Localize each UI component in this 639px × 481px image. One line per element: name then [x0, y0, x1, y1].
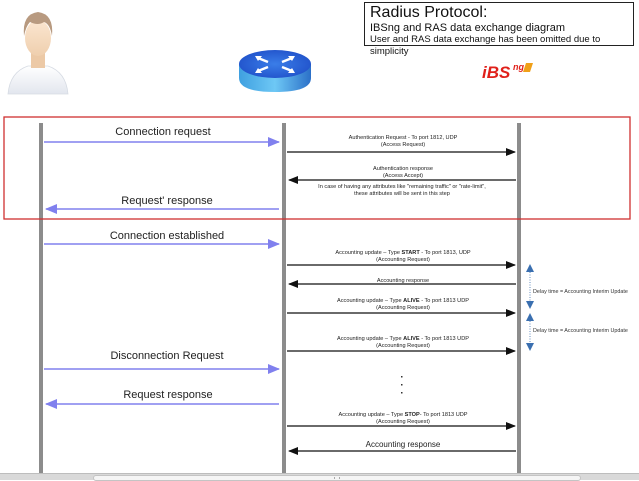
label-accounting-response-1: Accounting response [376, 278, 430, 284]
scrollbar-thumb[interactable] [93, 475, 581, 481]
auth-response-line2: (Access Accept) [382, 173, 424, 179]
acct-type: START [401, 250, 420, 256]
acct-alive2-line2: (Accounting Request) [376, 343, 430, 349]
delay-label-2: Delay time = Accounting Interim Update [533, 328, 628, 334]
delay-marker-1 [526, 264, 534, 309]
label-connection-request: Connection request [115, 126, 211, 138]
acct-start-line2: (Accounting Request) [376, 257, 430, 263]
acct-type: ALIVE [403, 336, 420, 342]
auth-request-line2: (Access Request) [380, 142, 426, 148]
scrollbar-grip-icon [334, 477, 340, 479]
acct-suffix: - To port 1813 UDP [419, 412, 468, 418]
title-box: Radius Protocol: IBSng and RAS data exch… [364, 2, 634, 57]
label-auth-attributes-note: In case of having any attributes like "r… [318, 184, 486, 198]
auth-request-line1: Authentication Request - To port 1812, U… [348, 135, 458, 141]
label-accounting-stop: Accounting update – Type STOP- To port 1… [338, 412, 467, 426]
label-auth-response: Authentication response (Access Accept) [373, 166, 433, 180]
label-accounting-alive-2: Accounting update – Type ALIVE - To port… [337, 336, 469, 350]
label-accounting-start: Accounting update – Type START - To port… [335, 250, 470, 264]
acct-prefix: Accounting update – Type [337, 336, 404, 342]
ellipsis-dots [401, 376, 403, 394]
delay-down-arrow-icon [526, 301, 534, 309]
diagram-subtitle: IBSng and RAS data exchange diagram [370, 22, 566, 34]
label-connection-established: Connection established [109, 230, 225, 242]
delay-up-arrow-icon [526, 264, 534, 272]
auth-note-line2: these attributes will be sent in this st… [354, 191, 450, 197]
label-accounting-response-2: Accounting response [365, 440, 441, 449]
authentication-highlight-box [3, 116, 631, 220]
label-auth-request: Authentication Request - To port 1812, U… [349, 135, 458, 149]
auth-response-line1: Authentication response [372, 166, 434, 172]
delay-up-arrow-icon [526, 313, 534, 321]
diagram-title: Radius Protocol: [370, 4, 488, 21]
svg-text:iBS: iBS [482, 63, 511, 82]
label-request-response-2: Request response [123, 389, 213, 401]
acct-type: ALIVE [403, 298, 420, 304]
label-disconnection-request: Disconnection Request [110, 350, 224, 362]
acct-type: STOP [404, 412, 420, 418]
acct-prefix: Accounting update – Type [335, 250, 402, 256]
delay-marker-2 [526, 313, 534, 351]
delay-down-arrow-icon [526, 343, 534, 351]
acct-stop-line2: (Accounting Request) [376, 419, 430, 425]
ibsng-logo: iBS ng [482, 62, 533, 82]
auth-note-line1: In case of having any attributes like "r… [318, 184, 486, 190]
acct-prefix: Accounting update – Type [337, 298, 404, 304]
user-lifeline [39, 123, 43, 473]
delay-label-1: Delay time = Accounting Interim Update [533, 289, 628, 295]
svg-text:ng: ng [513, 62, 524, 72]
acct-prefix: Accounting update – Type [338, 412, 405, 418]
acct-suffix: - To port 1813, UDP [419, 250, 471, 256]
acct-suffix: - To port 1813 UDP [419, 336, 469, 342]
acct-alive1-line2: (Accounting Request) [376, 305, 430, 311]
label-accounting-alive-1: Accounting update – Type ALIVE - To port… [337, 298, 469, 312]
horizontal-scrollbar[interactable] [0, 473, 639, 481]
ibsng-lifeline [517, 123, 521, 473]
user-avatar-icon [7, 12, 69, 95]
acct-suffix: - To port 1813 UDP [419, 298, 469, 304]
diagram-note: User and RAS data exchange has been omit… [370, 34, 601, 57]
router-icon [239, 50, 311, 92]
ras-lifeline [282, 123, 286, 473]
label-request-response-1: Request' response [121, 195, 213, 207]
